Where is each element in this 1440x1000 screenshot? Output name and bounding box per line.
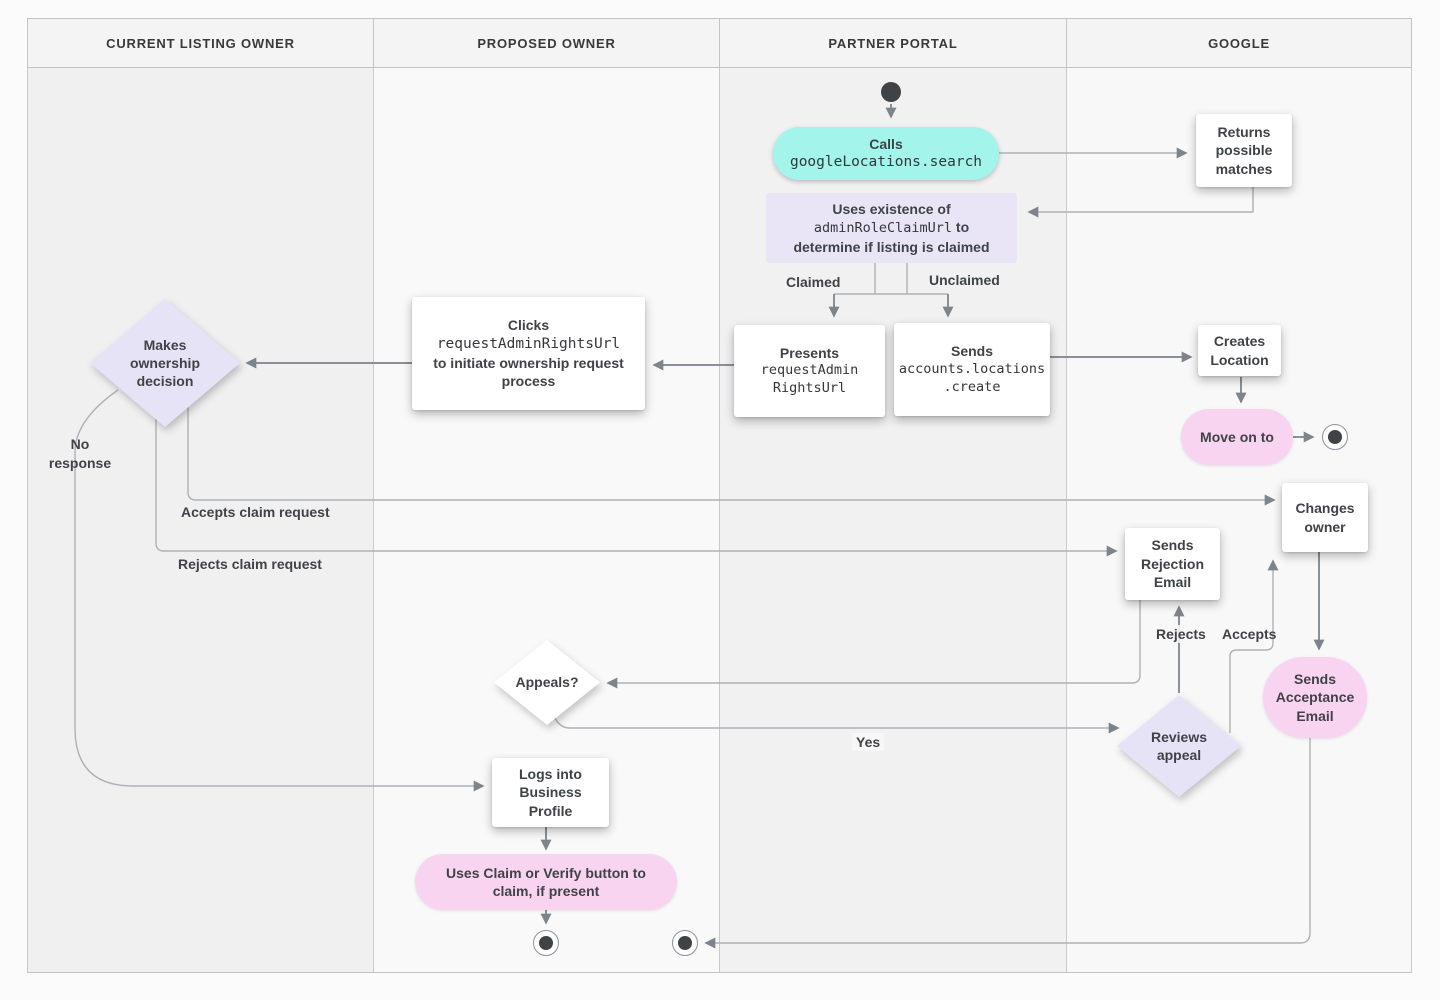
lane-header-partner-portal: PARTNER PORTAL (719, 18, 1066, 68)
field-name: adminRoleClaimUrl (813, 220, 953, 237)
node-label: Sends Rejection Email (1140, 537, 1204, 591)
node-label: Changes owner (1295, 500, 1355, 535)
lane-title: GOOGLE (1208, 35, 1270, 51)
node-label: Logs into Business Profile (519, 765, 582, 819)
edge-label-no-response: No response (48, 436, 112, 471)
edge-label-claimed: Claimed (786, 274, 841, 290)
node-title: Calls (869, 135, 903, 152)
node-label: Sends Acceptance Email (1275, 670, 1355, 724)
node-makes-ownership-decision: Makes ownership decision (90, 299, 240, 427)
edge-label-rejects: Rejects (1152, 625, 1210, 643)
node-label: Returns possible matches (1215, 123, 1273, 177)
lane-title: PROPOSED OWNER (477, 35, 616, 51)
edge-label-unclaimed: Unclaimed (929, 272, 1000, 288)
api-name-line1: accounts.locations (898, 360, 1046, 377)
node-move-on-to: Move on to (1181, 409, 1293, 465)
url-name: requestAdminRightsUrl (436, 335, 621, 352)
edge-label-accepts: Accepts (1222, 626, 1277, 642)
end-node-claim-flow (533, 930, 559, 956)
node-calls-google-locations-search: Calls googleLocations.search (773, 127, 999, 180)
edge-label-rejects-claim-request: Rejects claim request (178, 556, 322, 572)
node-appeals-question: Appeals? (494, 640, 600, 725)
url-name-line2: RightsUrl (772, 380, 847, 397)
node-logs-into-business-profile: Logs into Business Profile (492, 758, 609, 827)
node-uses-existence-admin-role-claim-url: Uses existence of adminRoleClaimUrl to d… (766, 193, 1017, 263)
node-title: Presents (779, 344, 840, 361)
node-line2-suffix: to (952, 219, 970, 236)
start-node (881, 82, 901, 102)
node-reviews-appeal: Reviews appeal (1117, 695, 1241, 797)
node-label: Move on to (1200, 428, 1274, 445)
node-label: Reviews appeal (1150, 728, 1208, 763)
lane-proposed-owner (373, 68, 719, 973)
end-node-acceptance-flow (672, 930, 698, 956)
edge-label-yes: Yes (852, 733, 885, 751)
node-label: Creates Location (1210, 333, 1269, 368)
node-label: Appeals? (515, 674, 579, 691)
lane-title: CURRENT LISTING OWNER (106, 35, 295, 51)
lane-header-current-listing-owner: CURRENT LISTING OWNER (27, 18, 373, 68)
node-title: Clicks (507, 317, 550, 334)
node-sends-accounts-locations-create: Sends accounts.locations .create (894, 323, 1050, 416)
node-changes-owner: Changes owner (1282, 483, 1368, 552)
lane-title: PARTNER PORTAL (828, 35, 958, 51)
node-label: Uses Claim or Verify button to claim, if… (446, 864, 646, 899)
node-line3: determine if listing is claimed (793, 238, 990, 255)
node-creates-location: Creates Location (1198, 325, 1281, 376)
node-label: Makes ownership decision (129, 336, 200, 390)
api-name-line2: .create (943, 378, 1001, 395)
node-uses-claim-or-verify-button: Uses Claim or Verify button to claim, if… (415, 854, 677, 910)
edge-label-accepts-claim-request: Accepts claim request (181, 504, 330, 520)
node-sends-acceptance-email: Sends Acceptance Email (1263, 657, 1367, 738)
node-presents-request-admin-rights-url: Presents requestAdmin RightsUrl (734, 325, 885, 417)
node-rest: to initiate ownership request process (433, 354, 624, 390)
node-returns-possible-matches: Returns possible matches (1196, 114, 1292, 187)
lane-header-google: GOOGLE (1066, 18, 1412, 68)
node-clicks-request-admin-rights-url: Clicks requestAdminRightsUrl to initiate… (412, 297, 645, 410)
api-name: googleLocations.search (789, 154, 983, 171)
node-line1: Uses existence of (832, 200, 951, 217)
node-sends-rejection-email: Sends Rejection Email (1125, 528, 1220, 600)
node-title: Sends (950, 343, 993, 360)
url-name-line1: requestAdmin (760, 362, 859, 379)
end-node-create-flow (1322, 424, 1348, 450)
node-line2: adminRoleClaimUrl to (814, 218, 969, 238)
lane-header-proposed-owner: PROPOSED OWNER (373, 18, 719, 68)
